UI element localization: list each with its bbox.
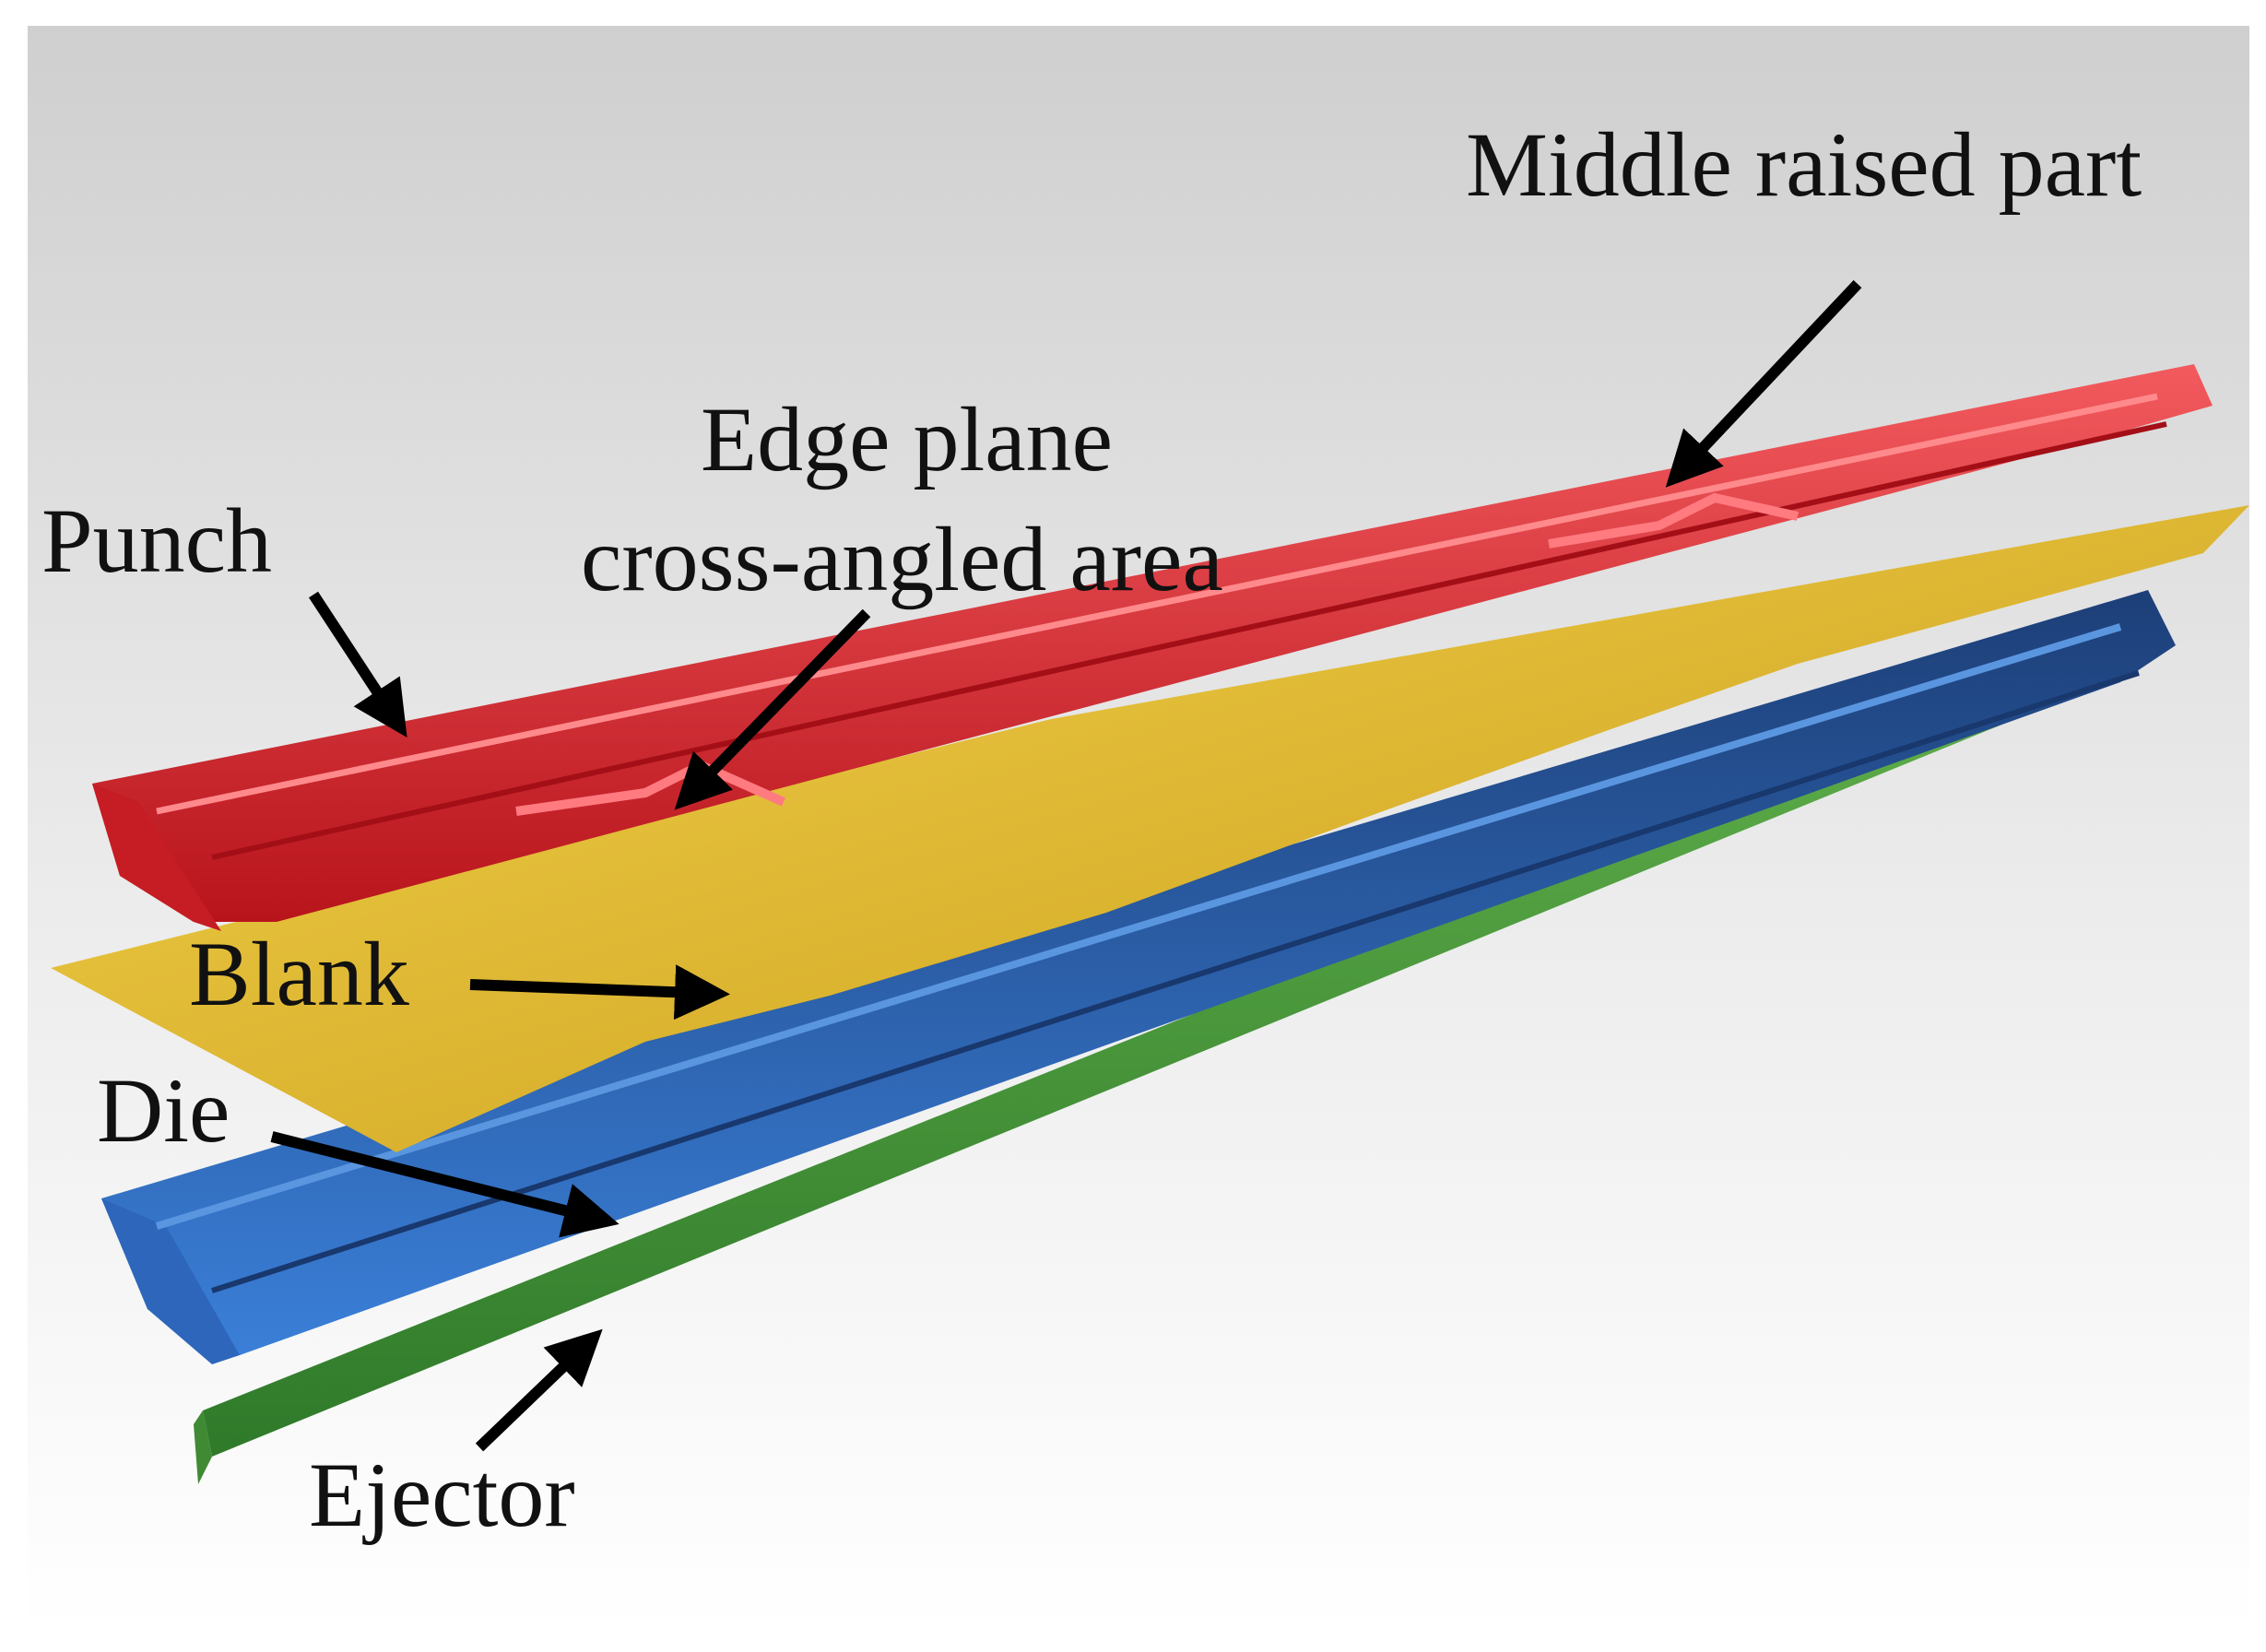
arrow-blank <box>469 964 730 1021</box>
label-edge-plane-line1: Edge plane <box>701 388 1113 490</box>
annotation-arrows <box>270 279 1862 1452</box>
label-edge-plane-line2: cross-angled area <box>581 508 1223 610</box>
arrow-edge-plane <box>674 608 871 810</box>
arrow-die <box>270 1131 620 1238</box>
label-blank: Blank <box>189 923 409 1025</box>
label-ejector: Ejector <box>309 1444 575 1546</box>
die-part <box>101 590 2176 1364</box>
label-punch: Punch <box>41 490 272 592</box>
arrow-ejector <box>475 1328 603 1452</box>
label-die: Die <box>97 1059 230 1162</box>
punch-part <box>92 364 2213 931</box>
arrow-punch <box>308 591 407 738</box>
arrow-middle-raised-part <box>1665 279 1862 488</box>
label-middle-raised-part: Middle raised part <box>1466 113 2142 216</box>
